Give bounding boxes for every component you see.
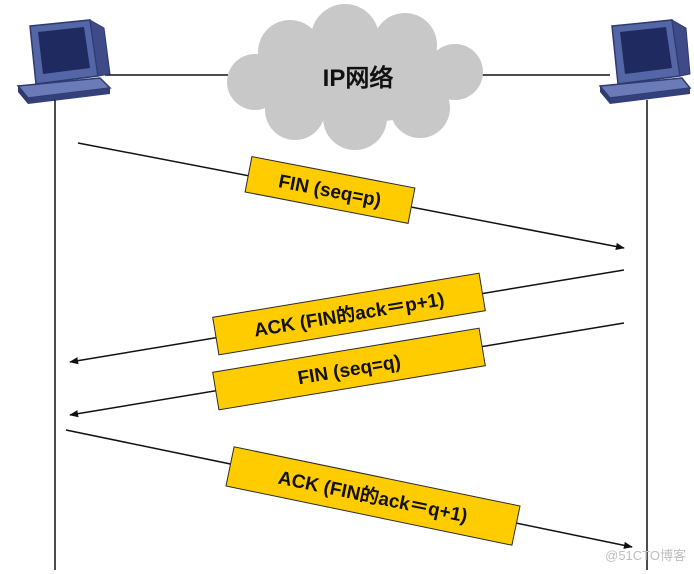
cloud-label: IP网络 <box>323 64 394 92</box>
right-computer-icon <box>598 19 692 104</box>
left-computer-icon <box>16 19 112 104</box>
fin-p-label-box: FIN (seq=p) <box>244 156 416 224</box>
watermark: @51CTO博客 <box>605 548 686 563</box>
ack-q-label-box: ACK (FIN的ack＝q+1) <box>225 446 521 546</box>
ip-network-cloud: IP网络 <box>227 4 483 150</box>
